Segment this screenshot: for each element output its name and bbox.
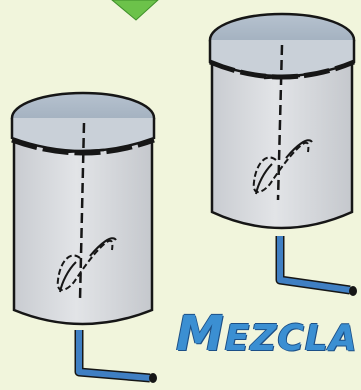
caption-first-letter: M [176,306,225,362]
caption-rest: EZCLA [224,318,358,359]
caption-text: MEZCLA [176,306,358,362]
right-tank [208,12,357,296]
agitator-shaft [276,44,284,201]
left-tank [10,91,157,383]
green-arrow-icon [111,0,159,21]
